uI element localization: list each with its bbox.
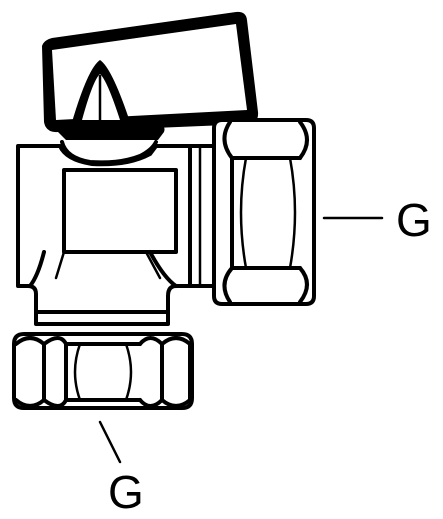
valve-body xyxy=(16,144,216,326)
right-port-nut xyxy=(212,118,316,306)
bottom-port-nut xyxy=(12,332,194,410)
right-port-label: G xyxy=(396,194,432,246)
lever-handle xyxy=(42,11,259,133)
bottom-port-leader xyxy=(98,420,122,464)
bottom-port-label: G xyxy=(108,466,144,518)
